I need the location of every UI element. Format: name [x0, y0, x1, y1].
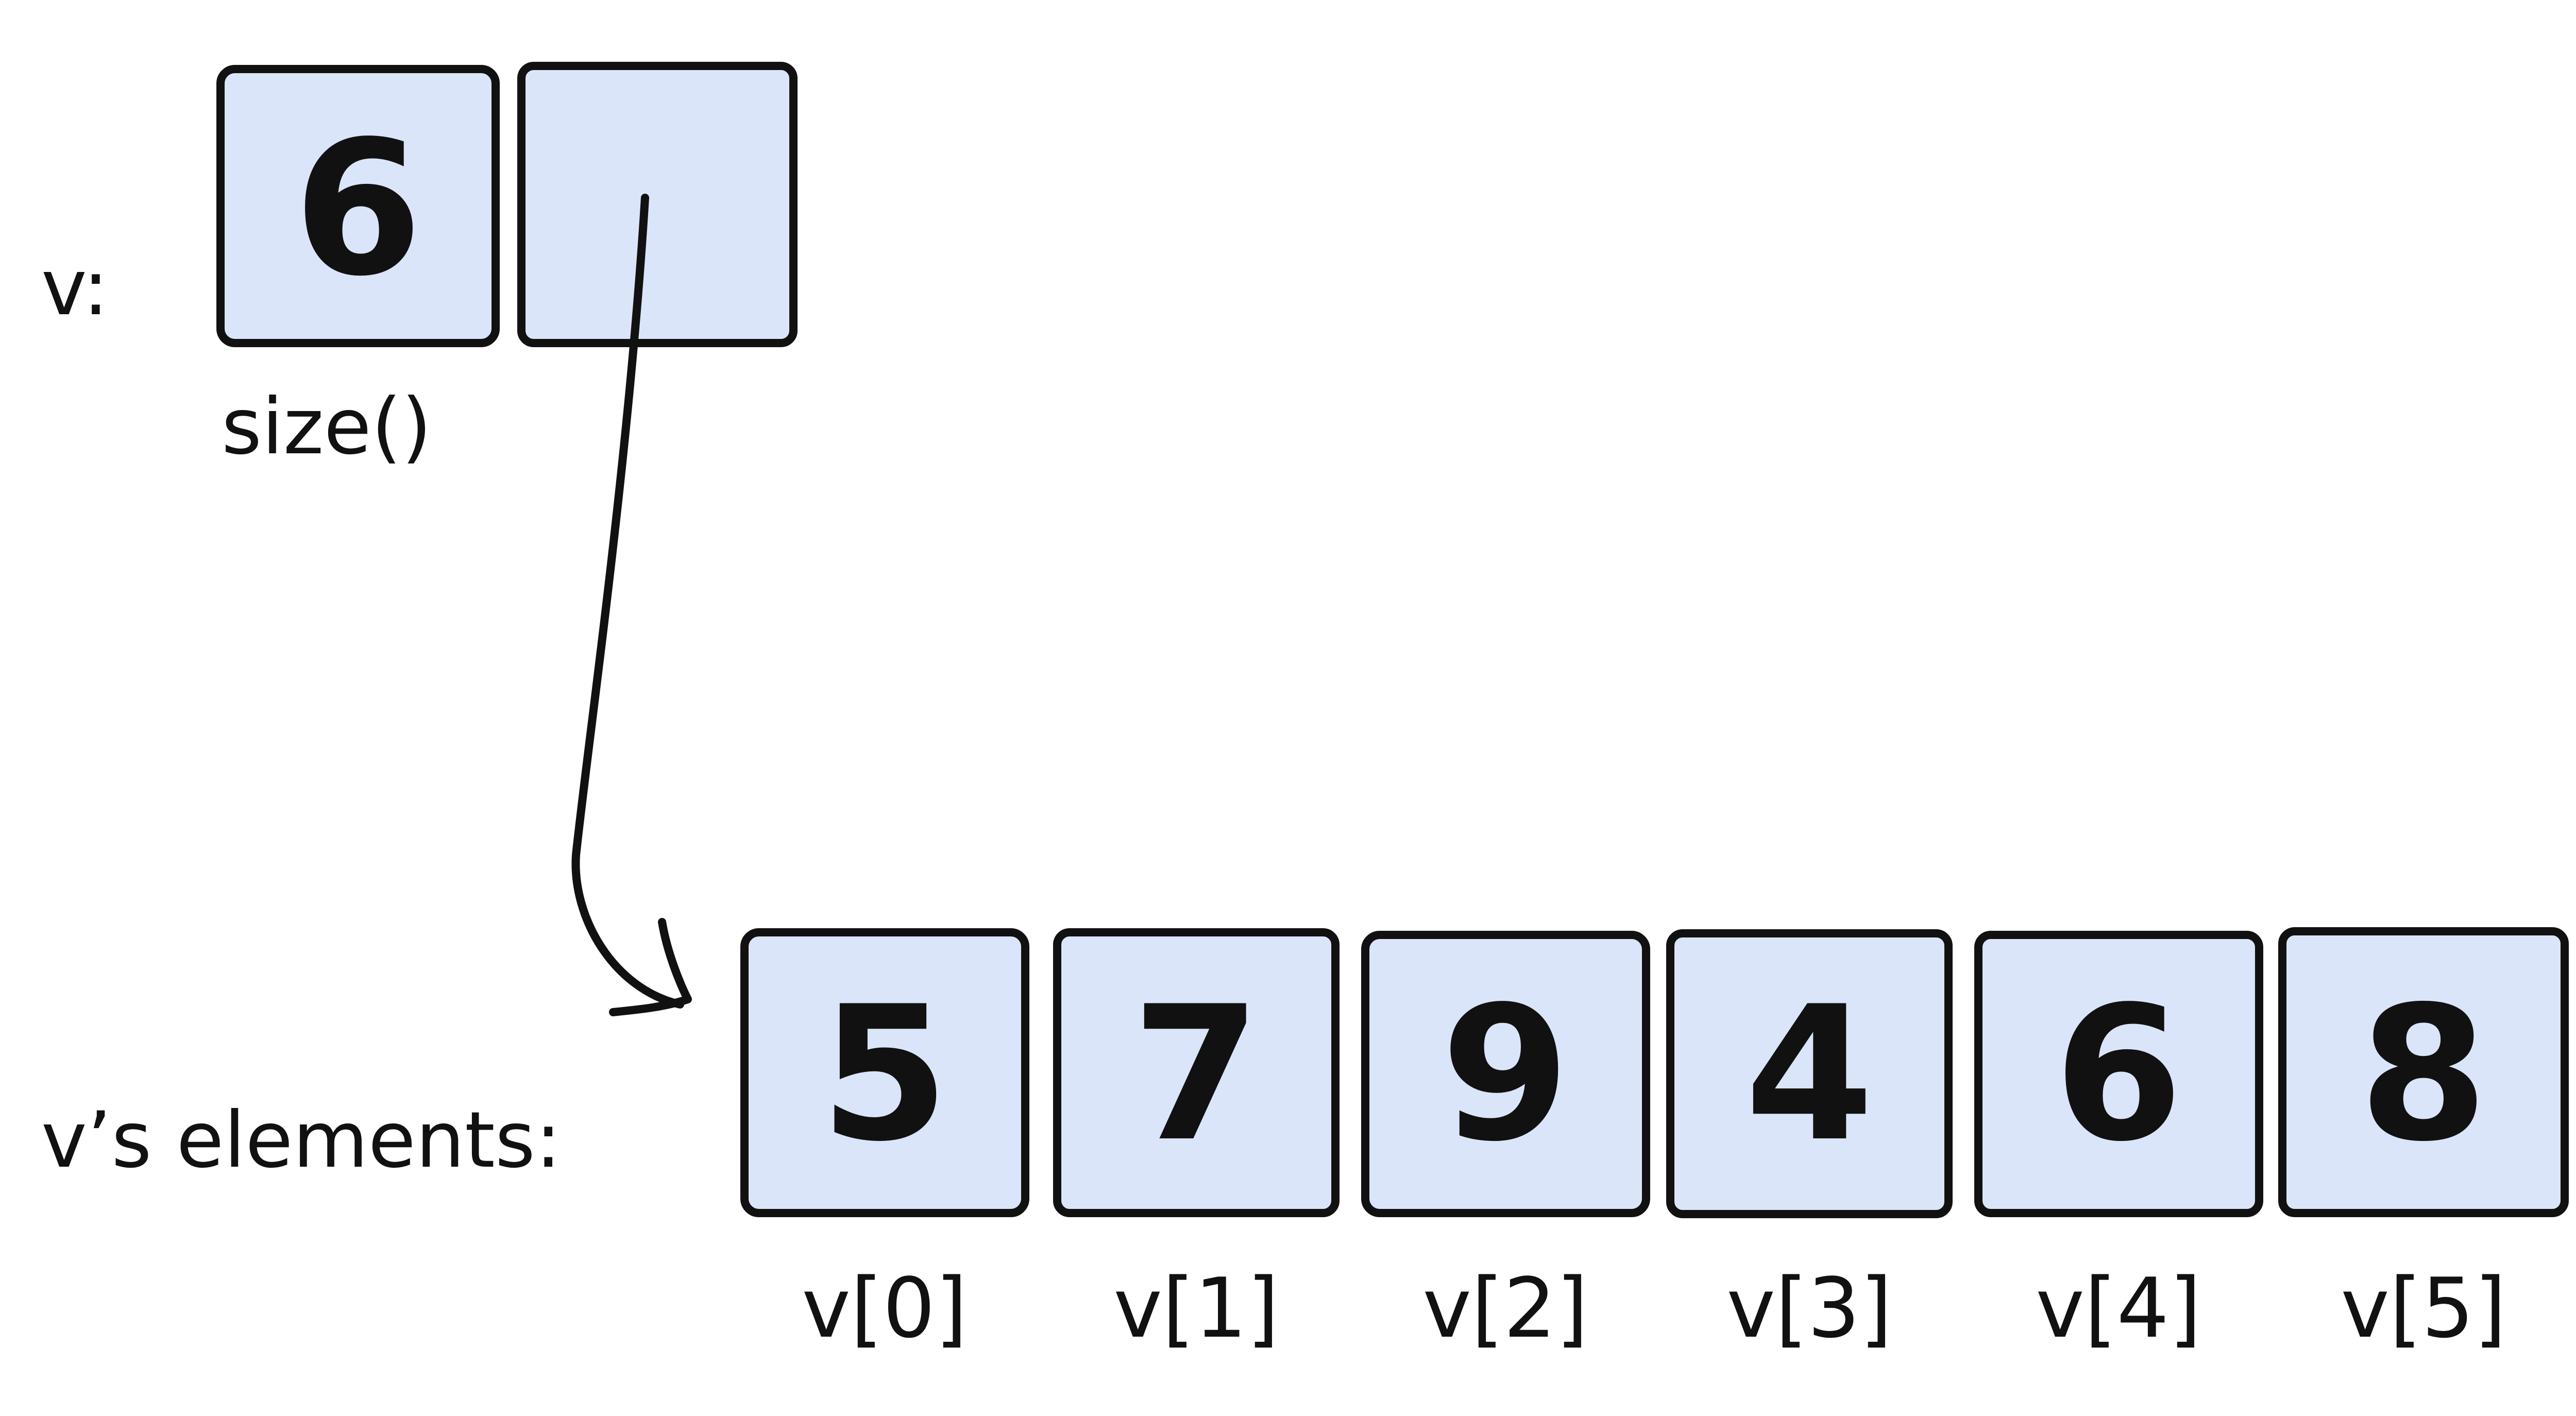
element-box [2278, 927, 2569, 1217]
elements-row: v’s elements: 5 v[0] 7 v[1] 9 v[2] 4 v[3… [41, 927, 2569, 1356]
pointer-arrow [571, 194, 692, 1016]
element-box [740, 928, 1029, 1217]
size-caption: size() [222, 382, 432, 472]
pointer-arrow-line [571, 194, 684, 1009]
pointer-cell [517, 62, 798, 347]
vector-header: v: 6 size() [41, 62, 798, 472]
element-cell-3: 4 v[3] [1666, 929, 1953, 1356]
element-box [1053, 928, 1340, 1217]
element-value: 6 [2054, 966, 2183, 1182]
element-cell-0: 5 v[0] [740, 928, 1029, 1356]
element-value: 4 [1745, 966, 1874, 1182]
element-index-label: v[4] [2036, 1260, 2201, 1356]
element-index-label: v[3] [1726, 1260, 1892, 1356]
element-value: 8 [2359, 966, 2488, 1182]
size-cell [216, 65, 500, 347]
element-box [1666, 929, 1953, 1218]
element-cell-1: 7 v[1] [1053, 928, 1340, 1356]
element-cell-4: 6 v[4] [1974, 931, 2263, 1356]
element-value: 7 [1132, 966, 1261, 1182]
element-cell-5: 8 v[5] [2278, 927, 2569, 1356]
element-box [1974, 931, 2263, 1217]
element-value: 9 [1441, 966, 1570, 1182]
element-index-label: v[0] [802, 1260, 967, 1356]
element-value: 5 [820, 966, 950, 1182]
size-value: 6 [294, 101, 423, 317]
element-box [1361, 931, 1650, 1217]
elements-label: v’s elements: [41, 1096, 562, 1185]
pointer-arrow-head [609, 918, 692, 1016]
element-index-label: v[5] [2341, 1260, 2506, 1356]
element-index-label: v[1] [1113, 1260, 1279, 1356]
element-index-label: v[2] [1422, 1260, 1588, 1356]
variable-label: v: [41, 243, 109, 333]
element-cell-2: 9 v[2] [1361, 931, 1650, 1356]
